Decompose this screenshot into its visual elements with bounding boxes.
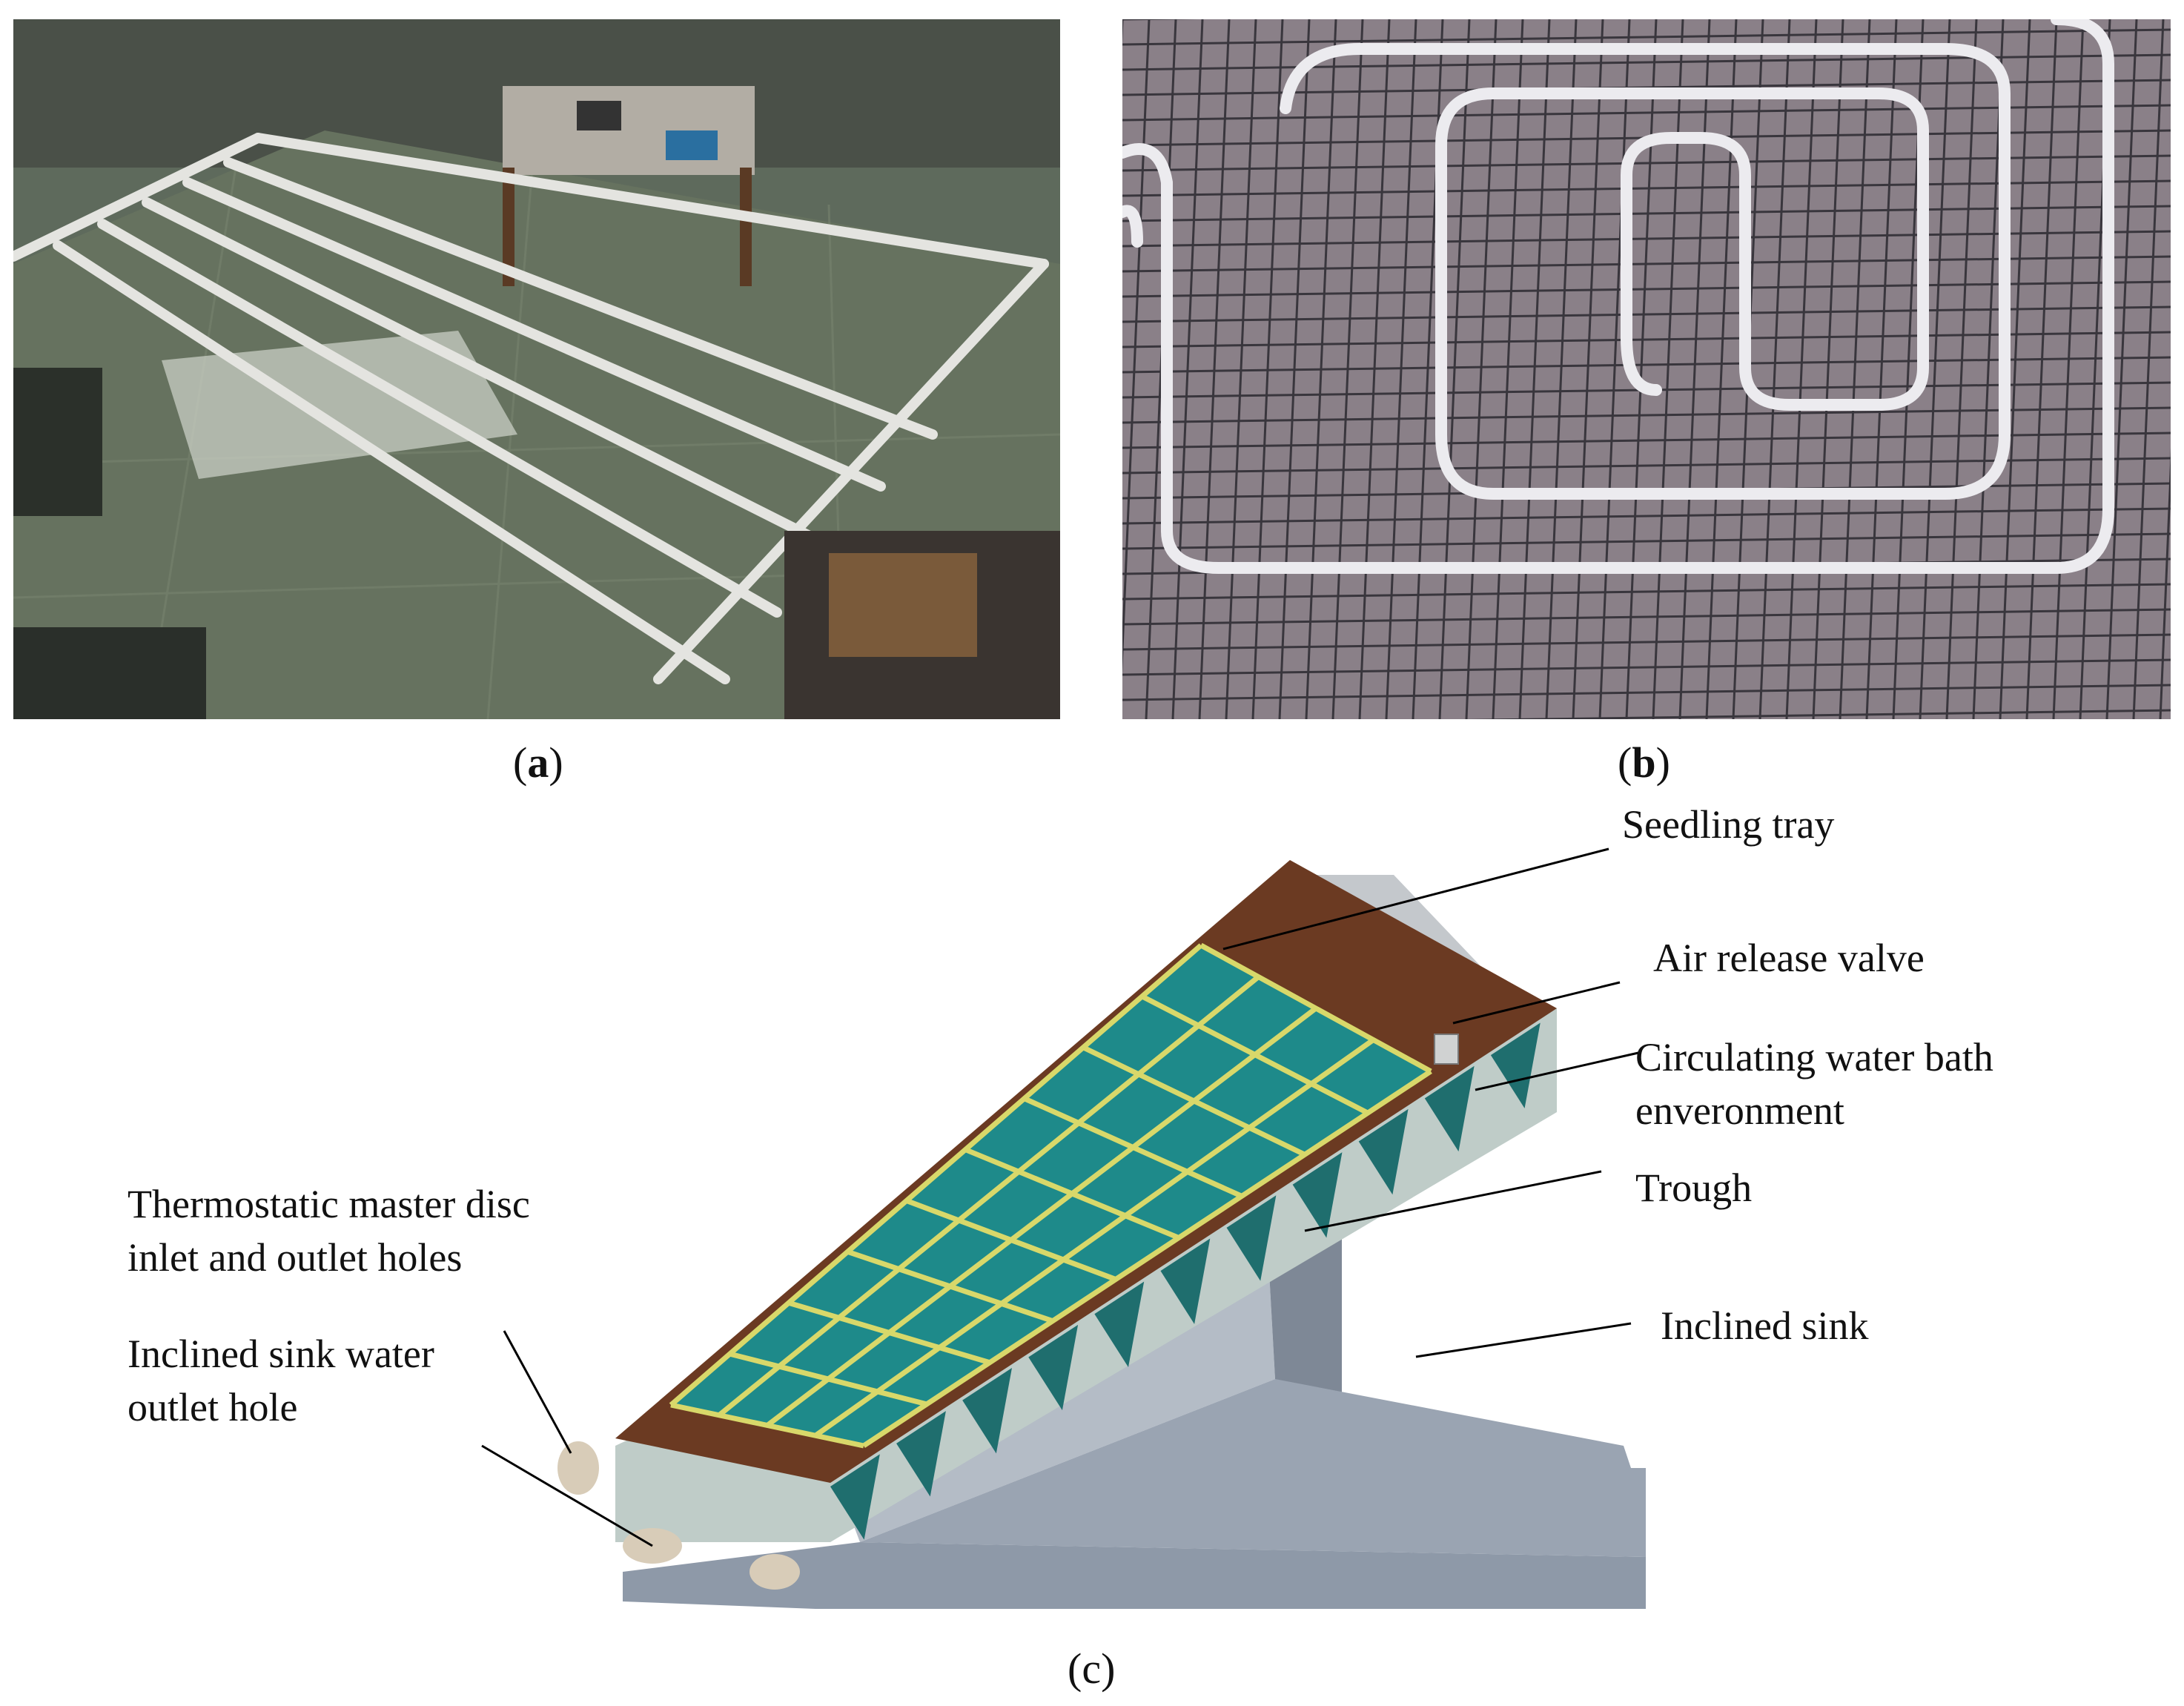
serpentine-pipe-photo <box>1122 19 2171 719</box>
air-release-valve-shape <box>1434 1034 1459 1065</box>
diagram-panel-c <box>0 801 2184 1646</box>
label-air-release-valve: Air release valve <box>1653 936 1925 980</box>
label-inclined-sink: Inclined sink <box>1661 1303 1869 1348</box>
apparatus-diagram <box>481 847 1646 1609</box>
seedling-cells <box>671 945 1431 1446</box>
caption-b: (b) <box>1618 738 1670 787</box>
tray-grid <box>669 942 1432 1449</box>
pipe-frame-photo <box>13 19 1060 719</box>
caption-a: (a) <box>513 738 563 787</box>
inlet-fitting <box>557 1441 599 1495</box>
label-thermostatic-master-disc: Thermostatic master disc inlet and outle… <box>128 1182 530 1280</box>
label-inclined-sink-outlet: Inclined sink water outlet hole <box>128 1332 434 1429</box>
label-trough: Trough <box>1635 1166 1753 1210</box>
trough-teeth <box>830 1022 1541 1540</box>
caption-c: (c) <box>1068 1644 1116 1693</box>
label-seedling-tray: Seedling tray <box>1622 802 1835 847</box>
photo-panel-b <box>1122 19 2171 719</box>
label-circulating-water-bath: Circulating water bath enveronment <box>1635 1035 1993 1133</box>
photo-panel-a <box>13 19 1060 719</box>
